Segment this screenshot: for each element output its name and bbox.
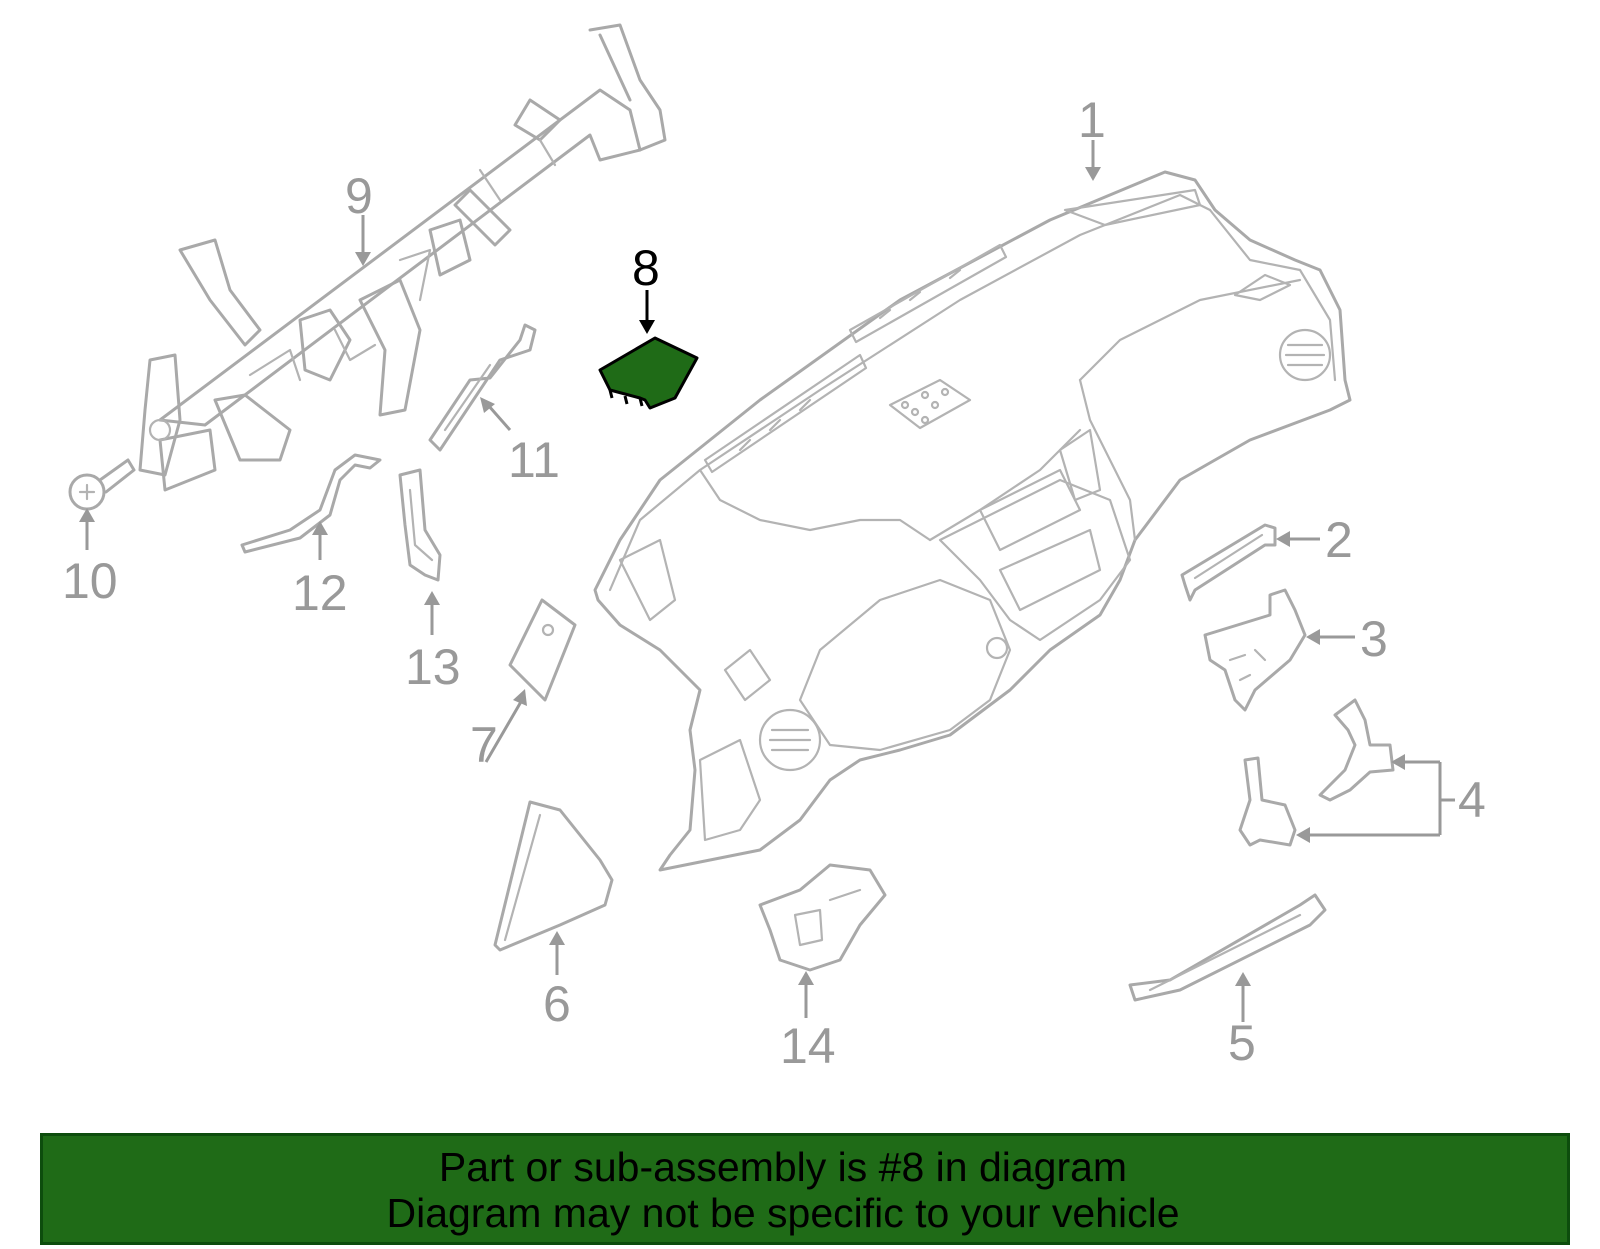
callout-7: 7: [470, 717, 498, 773]
part-13-bracket[interactable]: [398, 468, 442, 582]
part-1-instrument-panel[interactable]: [593, 170, 1352, 872]
part-4-brackets[interactable]: [1238, 698, 1395, 847]
part-5-brace[interactable]: [1128, 893, 1327, 1002]
callout-9: 9: [345, 168, 373, 224]
callout-4: 4: [1458, 772, 1486, 828]
callout-10: 10: [62, 553, 118, 609]
callout-14: 14: [780, 1018, 836, 1074]
callout-13: 13: [405, 639, 461, 695]
callout-3: 3: [1360, 611, 1388, 667]
part-7-panel[interactable]: [508, 598, 577, 702]
part-9-crossmember[interactable]: [138, 23, 667, 492]
part-12-bracket[interactable]: [240, 453, 382, 554]
callout-5: 5: [1228, 1015, 1256, 1071]
part-8-cover-highlighted[interactable]: [598, 336, 699, 410]
callout-6: 6: [543, 976, 571, 1032]
part-11-bracket[interactable]: [428, 323, 537, 452]
part-6-side-trim[interactable]: [493, 800, 614, 952]
callout-12: 12: [292, 565, 348, 621]
banner-line-1: Part or sub-assembly is #8 in diagram: [438, 1144, 1128, 1190]
part-2-bracket[interactable]: [1180, 523, 1277, 602]
callout-1: 1: [1078, 92, 1106, 148]
callout-11: 11: [508, 432, 560, 488]
info-banner: Part or sub-assembly is #8 in diagram Di…: [40, 1133, 1570, 1245]
part-10-bolt[interactable]: [68, 458, 136, 511]
part-3-bracket[interactable]: [1203, 588, 1307, 712]
parts-diagram: 9 10 11 12 13 8 7: [62, 23, 1486, 1074]
callout-2: 2: [1325, 512, 1353, 568]
banner-line-2: Diagram may not be specific to your vehi…: [386, 1190, 1180, 1236]
part-14-bracket[interactable]: [758, 863, 887, 972]
callout-8: 8: [632, 240, 660, 296]
